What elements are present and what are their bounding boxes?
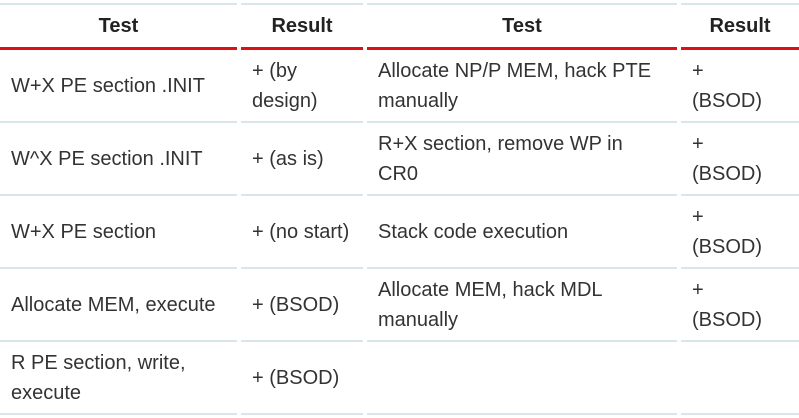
cell-test-right: Stack code execution <box>367 196 677 269</box>
cell-test-right: Allocate NP/P MEM, hack PTE manually <box>367 50 677 123</box>
cell-result-right: + (BSOD) <box>681 269 799 342</box>
cell-test-right <box>367 342 677 415</box>
cell-test-left: R PE section, write, execute <box>0 342 237 415</box>
cell-test-left: W^X PE section .INIT <box>0 123 237 196</box>
cell-result-right: + (BSOD) <box>681 50 799 123</box>
cell-test-left: W+X PE section .INIT <box>0 50 237 123</box>
cell-result-left: + (by design) <box>241 50 363 123</box>
cell-result-right: + (BSOD) <box>681 196 799 269</box>
header-row: Test Result Test Result <box>0 3 799 50</box>
column-header-test-left: Test <box>0 3 237 50</box>
cell-result-left: + (BSOD) <box>241 269 363 342</box>
table-row: W^X PE section .INIT + (as is) R+X secti… <box>0 123 799 196</box>
cell-test-right: R+X section, remove WP in CR0 <box>367 123 677 196</box>
cell-result-left: + (as is) <box>241 123 363 196</box>
table-row: Allocate MEM, execute + (BSOD) Allocate … <box>0 269 799 342</box>
cell-test-left: W+X PE section <box>0 196 237 269</box>
cell-result-left: + (no start) <box>241 196 363 269</box>
table-row: W+X PE section .INIT + (by design) Alloc… <box>0 50 799 123</box>
test-results-table: Test Result Test Result W+X PE section .… <box>0 3 799 415</box>
cell-result-left: + (BSOD) <box>241 342 363 415</box>
table-row: R PE section, write, execute + (BSOD) <box>0 342 799 415</box>
table-row: W+X PE section + (no start) Stack code e… <box>0 196 799 269</box>
column-header-test-right: Test <box>367 3 677 50</box>
cell-result-right: + (BSOD) <box>681 123 799 196</box>
cell-test-left: Allocate MEM, execute <box>0 269 237 342</box>
column-header-result-left: Result <box>241 3 363 50</box>
column-header-result-right: Result <box>681 3 799 50</box>
cell-result-right <box>681 342 799 415</box>
cell-test-right: Allocate MEM, hack MDL manually <box>367 269 677 342</box>
